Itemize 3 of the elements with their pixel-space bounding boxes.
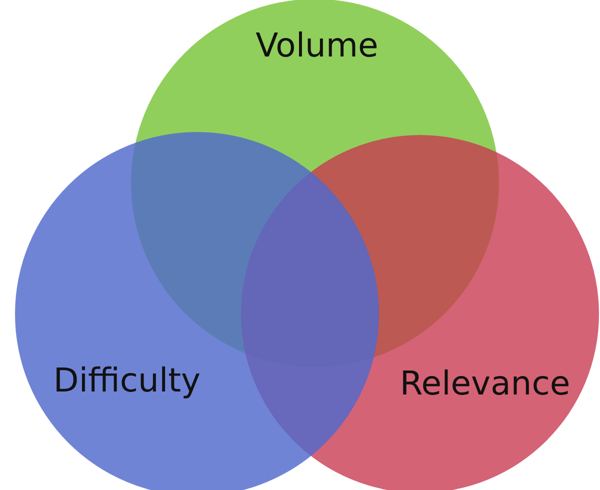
set-label: Relevance [400,364,570,402]
set-label: Volume [256,26,378,64]
set-label: Difficulty [53,360,201,400]
